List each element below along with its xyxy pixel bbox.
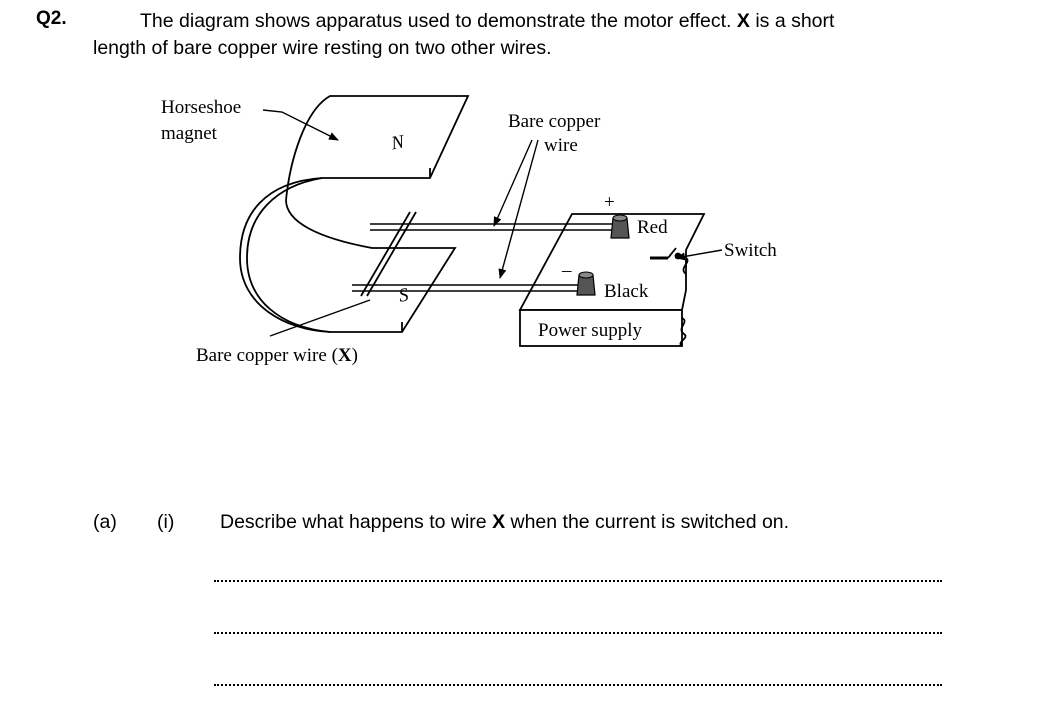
answer-line-3[interactable] <box>214 684 942 686</box>
red-terminal <box>610 214 630 239</box>
rail-wires <box>352 223 615 292</box>
horseshoe-label-2: magnet <box>161 123 218 144</box>
switch-label: Switch <box>724 240 777 261</box>
question-intro: The diagram shows apparatus used to demo… <box>93 8 993 62</box>
question-bold-x: X <box>492 511 506 533</box>
bare-copper-label-1: Bare copper <box>508 111 601 132</box>
part-a-label: (a) <box>93 511 117 533</box>
plus-label: + <box>604 192 615 213</box>
minus-label: – <box>561 260 572 281</box>
question-number: Q2. <box>36 8 67 29</box>
answer-line-1[interactable] <box>214 580 942 582</box>
part-i-label: (i) <box>157 511 175 533</box>
pole-north-label: N <box>389 131 407 154</box>
intro-line-1: The diagram shows apparatus used to demo… <box>140 10 835 32</box>
bare-copper-label-2: wire <box>544 135 578 156</box>
part-a-question: Describe what happens to wire X when the… <box>220 511 790 533</box>
pole-south-label: S <box>397 284 410 306</box>
wire-x-label: Bare copper wire (X) <box>196 345 358 366</box>
label-pointers <box>262 109 723 337</box>
black-label: Black <box>604 281 649 302</box>
power-supply-label: Power supply <box>538 320 642 341</box>
intro-line-2: length of bare copper wire resting on tw… <box>93 37 552 59</box>
horseshoe-magnet <box>239 95 470 333</box>
black-terminal <box>576 271 596 296</box>
answer-line-2[interactable] <box>214 632 942 634</box>
horseshoe-label-1: Horseshoe <box>161 97 241 118</box>
wire-x <box>360 211 417 297</box>
power-supply-box <box>518 213 706 347</box>
intro-bold-x: X <box>736 10 750 32</box>
red-label: Red <box>637 217 668 238</box>
